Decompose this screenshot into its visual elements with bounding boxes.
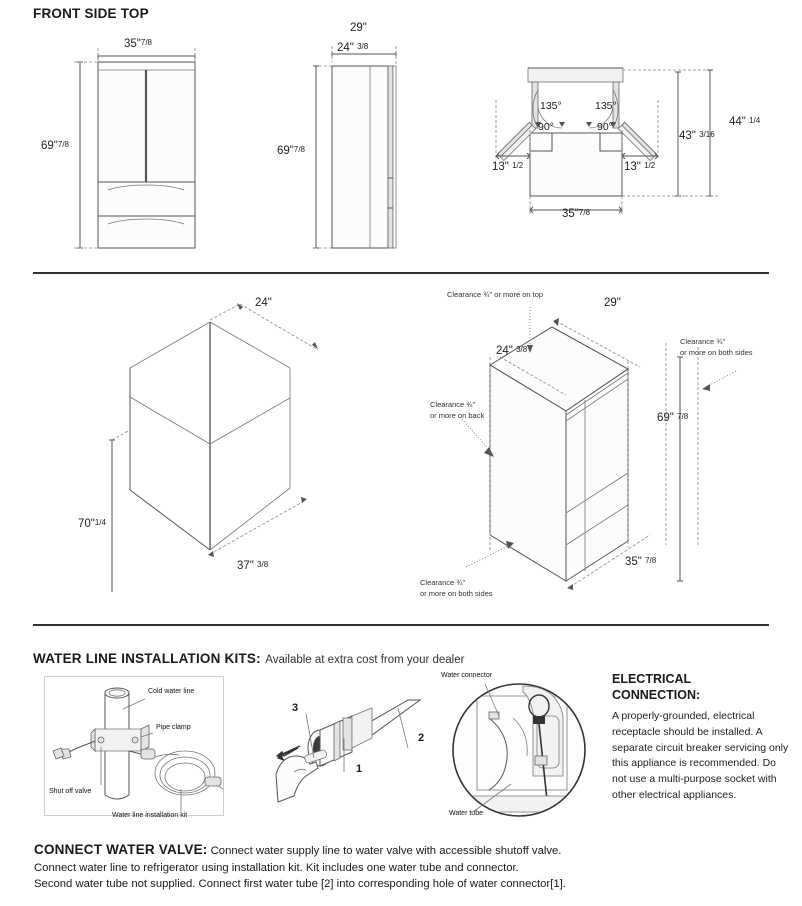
top-angle-left-outer: 135°	[540, 100, 562, 112]
connect-water-valve-block: CONNECT WATER VALVE: Connect water suppl…	[34, 840, 774, 892]
clearance-bottom-sides-note: Clearance ¾"	[420, 578, 466, 587]
water-tube-detail-photo	[437, 672, 597, 824]
top-door-left-dimension: 13" 1/2	[492, 161, 524, 173]
clearance-depth-dimension: 29"	[604, 297, 621, 309]
side-cabinet-depth-dimension: 24" 3/8	[337, 42, 369, 54]
top-total-depth-dimension: 44" 1/4	[729, 116, 761, 128]
connect-water-valve-line3: Second water tube not supplied. Connect …	[34, 877, 566, 890]
connect-water-valve-line1: Connect water supply line to water valve…	[210, 845, 562, 857]
callout-3: 3	[292, 702, 299, 714]
front-view-diagram	[60, 34, 260, 254]
page-title: FRONT SIDE TOP	[33, 6, 149, 21]
clearance-back-note: Clearance ¾"	[430, 400, 476, 409]
water-line-kit-label: Water line installation kit	[112, 812, 188, 819]
connect-water-valve-line2: Connect water line to refrigerator using…	[34, 861, 519, 874]
water-connector-photo	[248, 686, 428, 811]
pipe-clamp-label: Pipe clamp	[156, 724, 191, 731]
cutout-height-dimension: 70"1/4	[78, 518, 106, 530]
clearance-sides-note-line2: or more on both sides	[680, 348, 753, 357]
front-width-dimension: 35"7/8	[124, 38, 152, 50]
top-door-right-dimension: 13" 1/2	[624, 161, 656, 173]
electrical-heading-line2: CONNECTION:	[612, 687, 701, 702]
top-open-depth-dimension: 43" 3/16	[679, 130, 715, 142]
water-kits-subtitle: Available at extra cost from your dealer	[265, 654, 465, 666]
connect-water-valve-heading: CONNECT WATER VALVE:	[34, 842, 208, 857]
side-view-diagram	[300, 20, 430, 260]
water-connector-label: Water connector	[441, 672, 493, 679]
water-line-kit-photo	[44, 676, 224, 816]
top-angle-left-inner: 90°	[538, 121, 554, 133]
top-angle-right-inner: 90°	[597, 121, 613, 133]
shut-off-valve-label: Shut off valve	[49, 788, 92, 795]
water-tube-label: Water tube	[449, 810, 483, 817]
section-divider-bottom	[33, 624, 769, 626]
electrical-heading-line1: ELECTRICAL	[612, 672, 692, 686]
top-width-dimension: 35"7/8	[562, 208, 590, 220]
cutout-niche-diagram	[100, 292, 370, 592]
top-angle-right-outer: 135°	[595, 100, 617, 112]
callout-1: 1	[356, 763, 363, 775]
clearance-width-dimension: 35" 7/8	[625, 556, 657, 568]
cutout-width-dimension: 37" 3/8	[237, 560, 269, 572]
electrical-heading: ELECTRICAL CONNECTION:	[612, 672, 792, 703]
clearance-top-note: Clearance ¾" or more on top	[447, 290, 544, 299]
clearance-cabinet-depth-dimension: 24" 3/8	[496, 345, 528, 357]
electrical-body: A properly-grounded, electrical receptac…	[612, 710, 789, 801]
clearance-bottom-sides-note-line2: or more on both sides	[420, 589, 493, 598]
water-kits-heading-row: WATER LINE INSTALLATION KITS: Available …	[33, 650, 464, 668]
cold-water-line-label: Cold water line	[148, 688, 195, 695]
side-height-dimension: 69"7/8	[277, 145, 305, 157]
front-height-dimension: 69"7/8	[41, 140, 69, 152]
clearance-height-dimension: 69" 7/8	[657, 412, 689, 424]
clearance-back-note-line2: or more on back	[430, 411, 485, 420]
water-kits-heading: WATER LINE INSTALLATION KITS:	[33, 651, 261, 666]
clearance-isometric-diagram	[459, 295, 760, 595]
cutout-depth-dimension: 24"	[255, 297, 272, 309]
top-view-diagram	[480, 60, 740, 235]
callout-2: 2	[418, 732, 425, 744]
side-total-depth-dimension: 29"	[350, 22, 367, 34]
section-divider-top	[33, 272, 769, 274]
clearance-sides-note: Clearance ¾"	[680, 337, 726, 346]
